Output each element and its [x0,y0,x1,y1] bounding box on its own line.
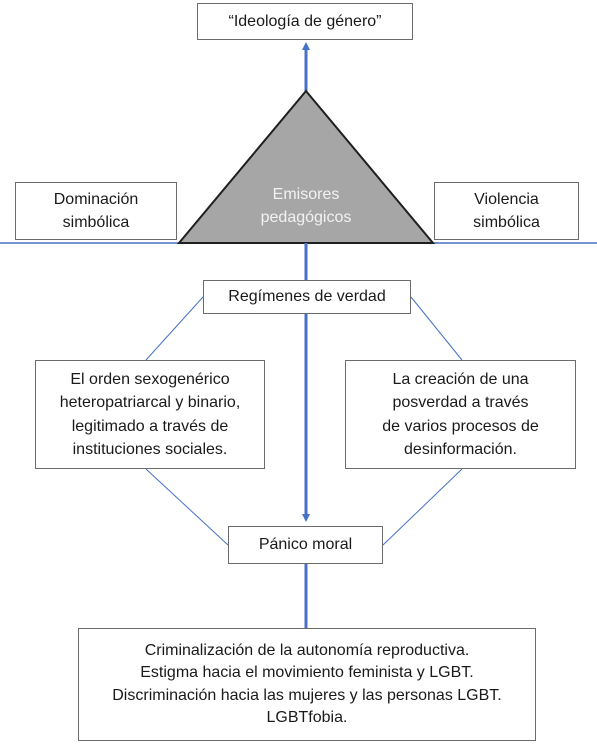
panico-moral-box: Pánico moral [228,526,383,564]
panico-moral-text: Pánico moral [258,536,353,554]
dominacion-simbolica-box: Dominación simbólica [15,182,177,240]
posverdad-box: La creación de una posverdad a través de… [345,360,576,469]
violencia-simbolica-box: Violencia simbólica [434,182,579,240]
consecuencias-text: Criminalización de la autonomía reproduc… [112,641,502,726]
diamond-line-bottom-left [145,468,229,546]
diamond-line-top-left [145,296,204,361]
emisores-pedagogicos-label: Emisores pedagógicos [260,186,352,227]
consecuencias-box: Criminalización de la autonomía reproduc… [78,628,536,741]
diamond-line-top-right [410,296,463,361]
orden-sexogenerico-text: El orden sexogenérico heteropatriarcal y… [59,371,241,458]
violencia-simbolica-text: Violencia simbólica [473,190,540,231]
dominacion-simbolica-text: Dominación simbólica [53,190,139,231]
diamond-line-bottom-right [382,468,463,546]
ideologia-genero-box: “Ideología de género” [197,3,413,40]
posverdad-text: La creación de una posverdad a través de… [382,371,539,458]
ideologia-genero-text: “Ideología de género” [228,12,382,30]
regimenes-verdad-box: Regímenes de verdad [203,280,411,314]
orden-sexogenerico-box: El orden sexogenérico heteropatriarcal y… [35,360,265,469]
regimenes-verdad-text: Regímenes de verdad [228,288,386,306]
